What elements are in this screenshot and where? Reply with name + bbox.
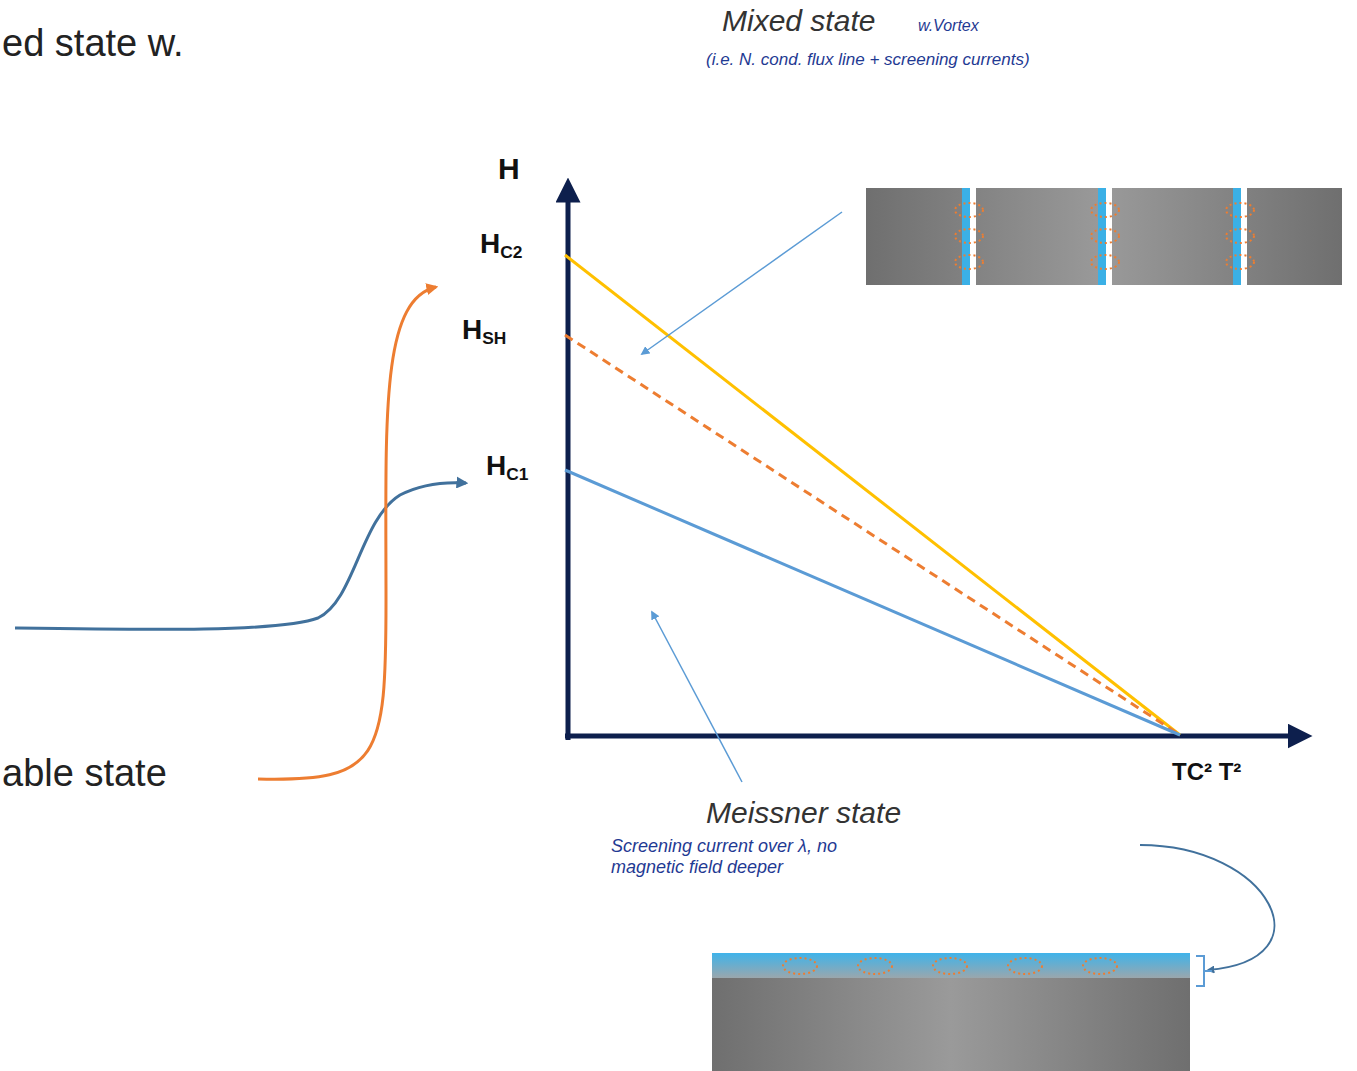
state-title: Mixed state [722,4,875,39]
t-axis [565,734,1300,739]
state-note: Screening current over λ, no magnetic fi… [611,836,911,877]
pointer-arrow [642,212,842,354]
mixed-state-inset [866,188,1342,285]
meissner-inset [712,953,1212,1071]
axis-label: H [498,152,520,187]
field-label: HC2 [480,228,522,260]
slide-text: able state [2,752,167,796]
h-axis [566,190,571,740]
field-label: HC1 [486,450,528,482]
lambda-bracket [1196,956,1212,986]
hsh-line [565,335,1180,735]
state-note: (i.e. N. cond. flux line + screening cur… [706,50,1030,70]
state-subtitle: w.Vortex [918,17,979,35]
field-label: HSH [462,314,506,346]
pointer-arrow [652,612,742,782]
pointer-arrow [1140,845,1274,970]
axis-label: TC² T² [1172,758,1241,786]
slide-text: ed state w. [2,22,184,66]
hc1-pointer [15,483,466,630]
hc1-line [565,470,1180,735]
hsh-pointer [258,287,436,779]
state-title: Meissner state [706,796,901,831]
hc2-line [565,255,1180,735]
